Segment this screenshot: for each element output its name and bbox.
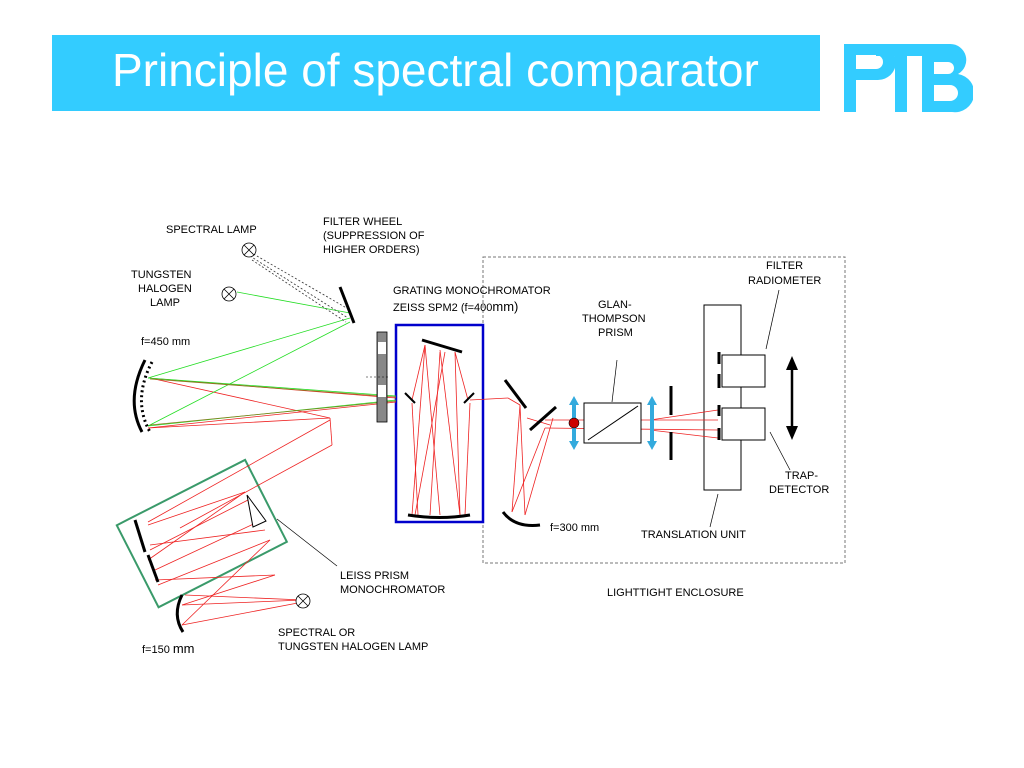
label-filter-radiometer-1: FILTER — [766, 260, 803, 272]
movable-element-2 — [647, 396, 657, 450]
label-source-1: SPECTRAL OR — [278, 627, 355, 639]
page-title: Principle of spectral comparator — [112, 44, 759, 96]
label-leiss-2: MONOCHROMATOR — [340, 584, 445, 596]
label-source-2: TUNGSTEN HALOGEN LAMP — [278, 641, 428, 653]
entrance-slit — [404, 392, 416, 404]
trap-detector — [721, 407, 766, 441]
label-glan-3: PRISM — [598, 327, 633, 339]
label-filter-radiometer-2: RADIOMETER — [748, 275, 821, 287]
glan-thompson-prism — [583, 402, 642, 444]
spectral-lamp-icon — [241, 242, 257, 258]
label-glan-2: THOMPSON — [582, 313, 646, 325]
switching-mirror — [338, 286, 356, 324]
label-enclosure: LIGHTTIGHT ENCLOSURE — [607, 587, 744, 599]
f300-mirror — [501, 511, 541, 527]
translation-arrow — [786, 356, 798, 440]
beams-red — [147, 344, 719, 626]
grating-monochromator-box — [394, 323, 485, 524]
movable-element-1 — [568, 396, 580, 450]
title-bar: Principle of spectral comparator — [52, 35, 820, 111]
label-tungsten-1: TUNGSTEN — [131, 269, 192, 281]
label-grating-2: ZEISS SPM2 (f=400mm) — [393, 299, 518, 314]
f450-mirror — [132, 359, 147, 433]
f150-mirror — [175, 594, 185, 633]
label-tungsten-2: HALOGEN — [138, 283, 192, 295]
label-f300: f=300 mm — [550, 522, 599, 534]
source-lamp-icon — [295, 593, 311, 609]
label-leiss-1: LEISS PRISM — [340, 570, 409, 582]
fold-mirror-2 — [529, 405, 557, 432]
filter-radiometer — [721, 354, 766, 388]
beams-dashed — [249, 251, 351, 323]
label-trap-2: DETECTOR — [769, 484, 829, 496]
lighttight-enclosure — [482, 256, 846, 564]
label-filter-wheel-3: HIGHER ORDERS) — [323, 244, 420, 256]
beams-olive — [149, 378, 397, 426]
prism-mirror-1 — [133, 519, 147, 553]
filter-wheel — [366, 331, 390, 423]
label-filter-wheel-2: (SUPPRESSION OF — [323, 230, 425, 242]
leiss-prism-box — [115, 458, 289, 609]
label-spectral-lamp: SPECTRAL LAMP — [166, 224, 257, 236]
label-translation-unit: TRANSLATION UNIT — [641, 529, 746, 541]
f450-mirror-dotted — [140, 361, 154, 433]
tungsten-lamp-icon — [221, 286, 237, 302]
ptb-logo — [844, 43, 973, 113]
grating-mirror-top — [421, 338, 463, 354]
exit-slit — [463, 392, 475, 404]
label-grating-1: GRATING MONOCHROMATOR — [393, 285, 551, 297]
label-glan-1: GLAN- — [598, 299, 632, 311]
grating-mirror-bottom — [407, 513, 471, 519]
translation-unit — [703, 304, 742, 491]
label-filter-wheel-1: FILTER WHEEL — [323, 216, 402, 228]
leiss-prism — [246, 494, 267, 528]
prism-mirror-2 — [146, 554, 160, 583]
label-f450: f=450 mm — [141, 336, 190, 348]
label-trap-1: TRAP- — [785, 470, 818, 482]
fold-mirror — [503, 379, 528, 409]
label-tungsten-3: LAMP — [150, 297, 180, 309]
beams-green — [147, 291, 397, 427]
